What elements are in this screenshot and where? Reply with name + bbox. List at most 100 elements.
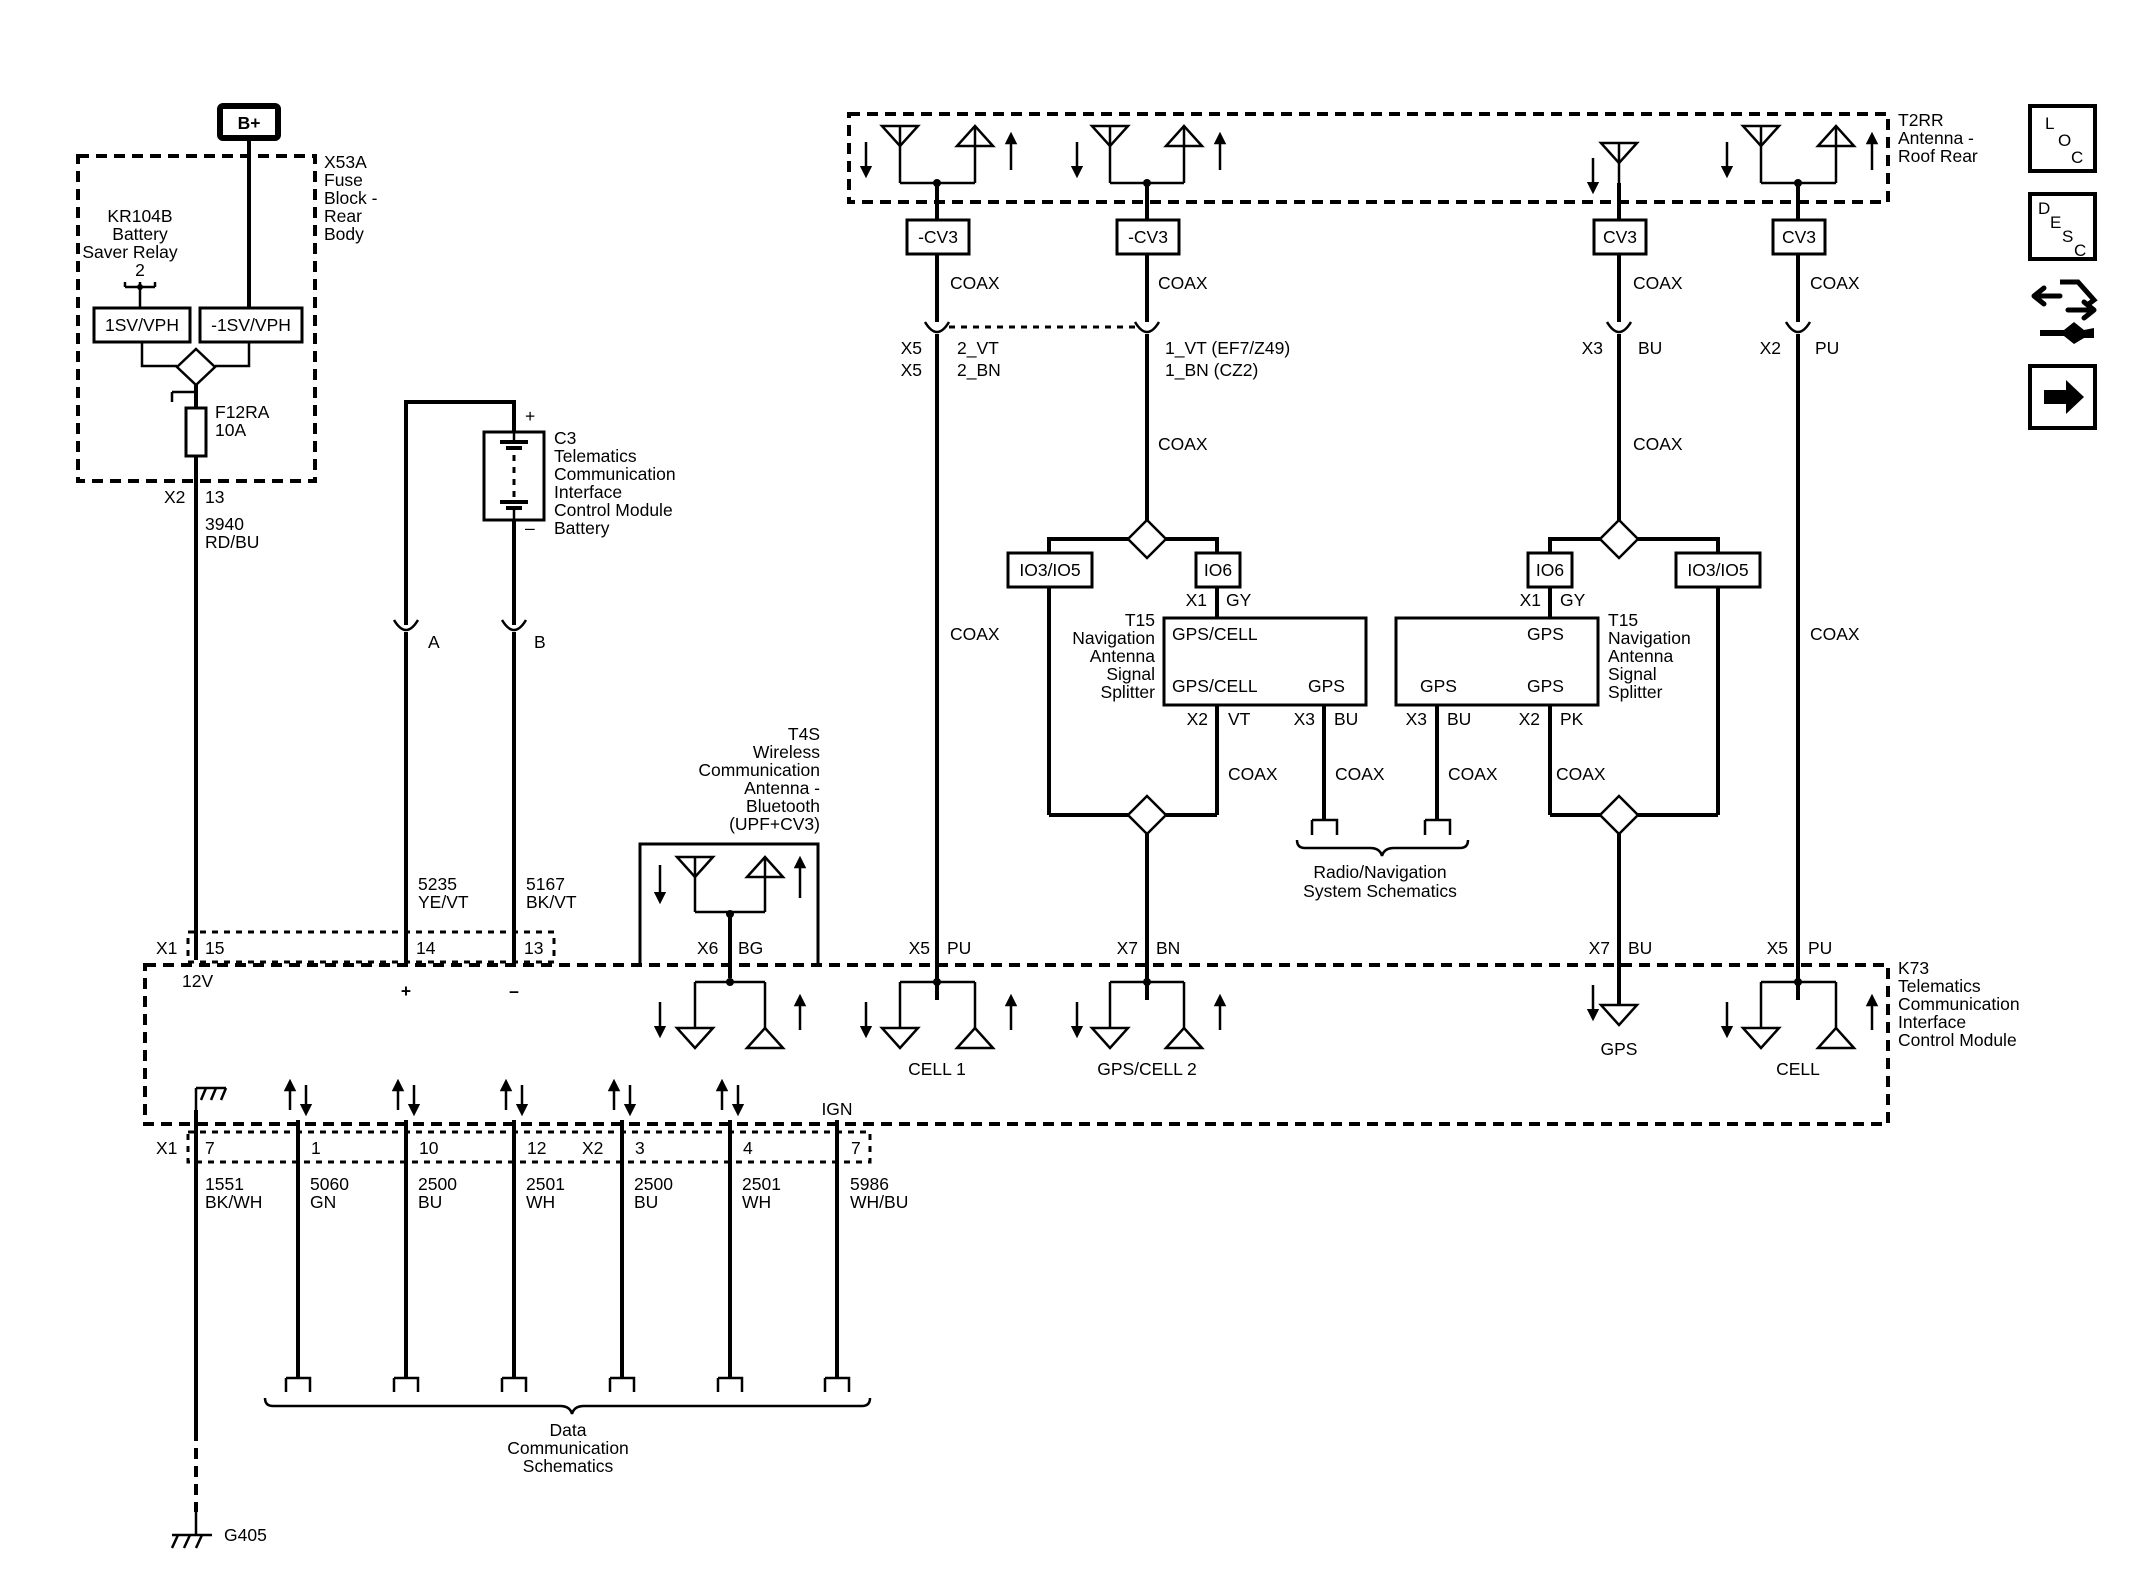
wire-5167-circuit: 5167: [526, 874, 565, 894]
splitter-left-bottom-junction: [1126, 794, 1168, 836]
roof-antenna-2-icon: [1070, 124, 1227, 185]
splitter-right-top-branches: [1548, 537, 1720, 553]
splitter-left-io-b: IO6: [1204, 560, 1232, 580]
relay-left-label: 1SV/VPH: [105, 315, 179, 335]
coax-label-2: COAX: [1158, 273, 1208, 293]
splitter-left-x3: X3: [1294, 709, 1315, 729]
gps-color: BU: [1638, 338, 1662, 358]
connector-x5-gps-cell2: [1133, 321, 1161, 334]
k73-line-2: Telematics: [1898, 976, 1981, 996]
loc-letter-c: C: [2071, 148, 2083, 167]
c3-line-3: Interface: [554, 482, 622, 502]
splitter-left-top-junction: [1126, 518, 1168, 560]
splitter-left-gy: GY: [1226, 590, 1252, 610]
cv3-label-1: -CV3: [918, 227, 958, 247]
gps-cell2-bottom-color: BN: [1156, 938, 1180, 958]
bottom-pin-5: 3: [635, 1138, 645, 1158]
splitter-right-io-a: IO6: [1536, 560, 1564, 580]
fuse-out-color: RD/BU: [205, 532, 259, 552]
relay-line-3: Saver Relay: [82, 242, 178, 262]
splitter-right-x1: X1: [1520, 590, 1541, 610]
gps-bottom-color: BU: [1628, 938, 1652, 958]
b-plus-label: B+: [238, 113, 261, 133]
ground-symbol-icon: [194, 1086, 228, 1110]
radio-nav-terminal-2: [1423, 818, 1452, 835]
splitter-right-box: [1394, 616, 1600, 707]
c3-plus: +: [525, 406, 535, 426]
splitter-right-bottom-junction: [1598, 794, 1640, 836]
loc-letter-o: O: [2058, 131, 2071, 150]
splitter-left-x1: X1: [1186, 590, 1207, 610]
splitter-right-line-1: T15: [1608, 610, 1638, 630]
splitter-right-x3: X3: [1406, 709, 1427, 729]
desc-letter-e: E: [2050, 213, 2061, 232]
k73-pin-12v: 15: [205, 938, 224, 958]
roof-antenna-3-icon: [1586, 141, 1640, 195]
splitter-right-line-5: Splitter: [1608, 682, 1663, 702]
relay-to-splice: [140, 342, 251, 368]
desc-letter-c: C: [2074, 241, 2086, 260]
radio-nav-line-2: System Schematics: [1303, 881, 1457, 901]
loc-icon[interactable]: L O C: [2028, 104, 2097, 173]
splitter-right-line-2: Navigation: [1608, 628, 1691, 648]
splitter-left-gps-cell-bot: GPS/CELL: [1172, 676, 1258, 696]
cell-bottom-color: PU: [1808, 938, 1832, 958]
t4s-line-4: Antenna -: [744, 778, 820, 798]
pin-14: 14: [416, 938, 436, 958]
coax-label-2c: COAX: [1228, 764, 1278, 784]
cv3-box-2: [1115, 218, 1181, 256]
splitter-left-x2: X2: [1187, 709, 1208, 729]
c3-line-2: Communication: [554, 464, 676, 484]
connector-a: [392, 619, 420, 632]
bottom-conn-x2: X2: [582, 1138, 603, 1158]
roof-splice-1: [933, 179, 941, 187]
splitter-right-line-4: Signal: [1608, 664, 1657, 684]
arrow-right-icon[interactable]: [2028, 364, 2097, 430]
connector-x2-cell: [1784, 321, 1812, 334]
splitter-left-line-3: Antenna: [1090, 646, 1155, 666]
t4s-line-5: Bluetooth: [746, 796, 820, 816]
t4s-line-2: Wireless: [753, 742, 820, 762]
splitter-right-io-b-box: [1674, 551, 1762, 589]
splitter-right-pk: PK: [1560, 709, 1584, 729]
cv3-box-4: [1771, 218, 1827, 256]
k73-cell1-antenna-icon: [859, 978, 1018, 1050]
c3-conn-b: B: [534, 632, 546, 652]
c3-line-5: Battery: [554, 518, 610, 538]
fuse-tap: [170, 390, 196, 402]
fuse-out-circuit: 3940: [205, 514, 244, 534]
t4s-antenna-icon: [653, 855, 807, 914]
data-comm-line-3: Schematics: [523, 1456, 614, 1476]
connector-x3-gps: [1605, 321, 1633, 334]
fuse-block-line-2: Block -: [324, 188, 378, 208]
c3-conn-a: A: [428, 632, 440, 652]
coax-label-3b: COAX: [1633, 434, 1683, 454]
k73-line-1: K73: [1898, 958, 1929, 978]
data-comm-brace: [263, 1397, 872, 1415]
k73-12v: 12V: [182, 971, 213, 991]
splitter-left-vt: VT: [1228, 709, 1251, 729]
ground-g405-icon: [170, 1512, 212, 1549]
cell1-conn-1: X5: [901, 338, 922, 358]
splitter-right-top-junction: [1598, 518, 1640, 560]
connector-wrench-icon[interactable]: [2031, 279, 2098, 344]
k73-bottom-connector: [186, 1130, 872, 1164]
splitter-left-line-4: Signal: [1106, 664, 1155, 684]
radio-nav-terminal-1: [1310, 818, 1339, 835]
bottom-color-4: WH: [526, 1192, 555, 1212]
k73-x1-top-connector: [186, 930, 556, 964]
gps-cell2-wire-2: 1_BN (CZ2): [1165, 360, 1258, 381]
t4s-splice: [726, 910, 734, 918]
cell1-bottom-color: PU: [947, 938, 971, 958]
t4s-line-3: Communication: [698, 760, 820, 780]
desc-icon[interactable]: D E S C: [2028, 192, 2097, 261]
bottom-color-5: BU: [634, 1192, 658, 1212]
splitter-left-gps-cell-top: GPS/CELL: [1172, 624, 1258, 644]
t4s-antenna-box: [638, 842, 820, 965]
c3-ref: C3: [554, 428, 576, 448]
battery-source: B+: [217, 103, 281, 141]
fuse-out-pin: 13: [205, 487, 224, 507]
roof-antenna-1-icon: [859, 124, 1018, 185]
c3-battery-icon: [500, 432, 528, 520]
